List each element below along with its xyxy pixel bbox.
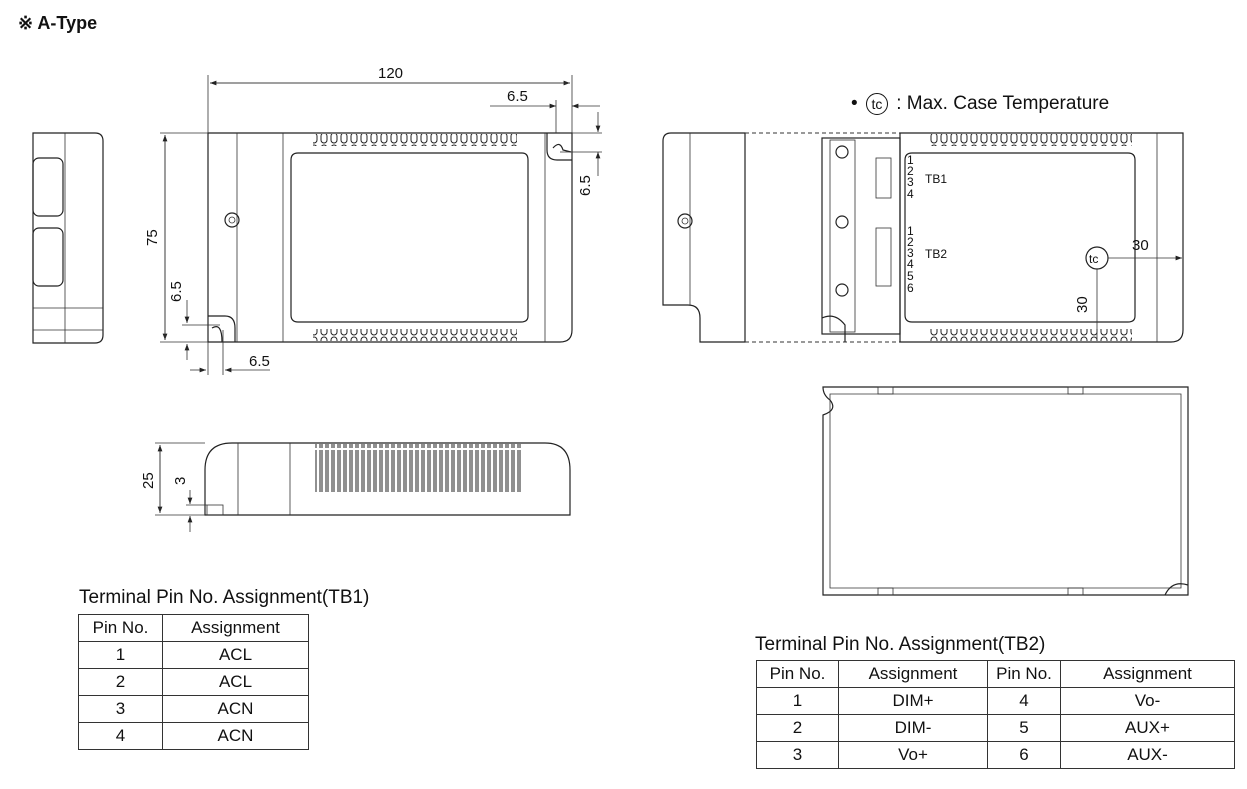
tb1-pin-3: 3 — [907, 175, 914, 189]
tb2-label: TB2 — [925, 247, 947, 261]
cell-pin: 3 — [78, 695, 163, 723]
header-pin: Pin No. — [987, 660, 1061, 688]
dim-hole-top-h: 6.5 — [507, 88, 528, 105]
tc-legend: • tc : Max. Case Temperature — [851, 93, 1109, 115]
tc-symbol-icon: tc — [865, 93, 888, 115]
header-assignment: Assignment — [1060, 660, 1235, 688]
tb2-pin-6: 6 — [907, 281, 914, 295]
tb2-table-title: Terminal Pin No. Assignment(TB2) — [755, 634, 1046, 655]
cell-assignment: ACL — [162, 668, 309, 696]
tb1-pin-2: 2 — [907, 164, 914, 178]
cell-pin: 1 — [756, 687, 839, 715]
tb2-pin-1: 1 — [907, 224, 914, 238]
tb2-pin-5: 5 — [907, 269, 914, 283]
cell-assignment: AUX- — [1060, 741, 1235, 769]
cell-pin: 2 — [756, 714, 839, 742]
open-top-view: tc 30 30 1 2 3 4 TB1 1 2 3 4 5 6 TB2 — [662, 132, 1184, 343]
legend-text: : Max. Case Temperature — [896, 93, 1110, 114]
dimension-lines: 120 6.5 6.5 75 6.5 6.5 — [144, 65, 602, 375]
header-assignment: Assignment — [162, 614, 309, 642]
svg-text:tc: tc — [1089, 252, 1098, 266]
cell-pin: 4 — [78, 722, 163, 750]
cell-assignment: DIM+ — [838, 687, 988, 715]
cell-pin: 6 — [987, 741, 1061, 769]
header-pin: Pin No. — [756, 660, 839, 688]
cell-assignment: AUX+ — [1060, 714, 1235, 742]
dim-height: 25 — [140, 472, 157, 489]
tb2-pin-2: 2 — [907, 235, 914, 249]
top-view — [207, 132, 573, 343]
cell-assignment: ACL — [162, 641, 309, 669]
tb1-table-title: Terminal Pin No. Assignment(TB1) — [79, 587, 370, 608]
header-assignment: Assignment — [838, 660, 988, 688]
dim-width: 75 — [144, 229, 161, 246]
cell-pin: 5 — [987, 714, 1061, 742]
frame-view — [822, 386, 1189, 596]
cell-assignment: DIM- — [838, 714, 988, 742]
cell-assignment: Vo+ — [838, 741, 988, 769]
legend-bullet: • — [851, 93, 858, 114]
dim-tc-y: 30 — [1074, 296, 1091, 313]
cell-pin: 1 — [78, 641, 163, 669]
tb1-pin-4: 4 — [907, 187, 914, 201]
tb2-pin-4: 4 — [907, 257, 914, 271]
dim-hole-top-v: 6.5 — [577, 175, 594, 196]
dim-hole-bottom-h: 6.5 — [249, 353, 270, 370]
side-view: 25 3 — [140, 442, 571, 532]
cell-pin: 4 — [987, 687, 1061, 715]
cell-assignment: ACN — [162, 695, 309, 723]
cell-assignment: Vo- — [1060, 687, 1235, 715]
tb2-pin-3: 3 — [907, 246, 914, 260]
end-view — [32, 132, 104, 344]
section-title: ※ A-Type — [18, 13, 98, 33]
cell-pin: 3 — [756, 741, 839, 769]
dim-length: 120 — [378, 65, 403, 82]
dim-tc-x: 30 — [1132, 237, 1149, 254]
dim-base: 3 — [172, 477, 189, 485]
cell-pin: 2 — [78, 668, 163, 696]
tb1-label: TB1 — [925, 172, 947, 186]
header-pin: Pin No. — [78, 614, 163, 642]
tb1-pin-1: 1 — [907, 153, 914, 167]
table-header-row: Pin No.Assignment — [78, 614, 309, 642]
dim-hole-left-v: 6.5 — [168, 281, 185, 302]
cell-assignment: ACN — [162, 722, 309, 750]
